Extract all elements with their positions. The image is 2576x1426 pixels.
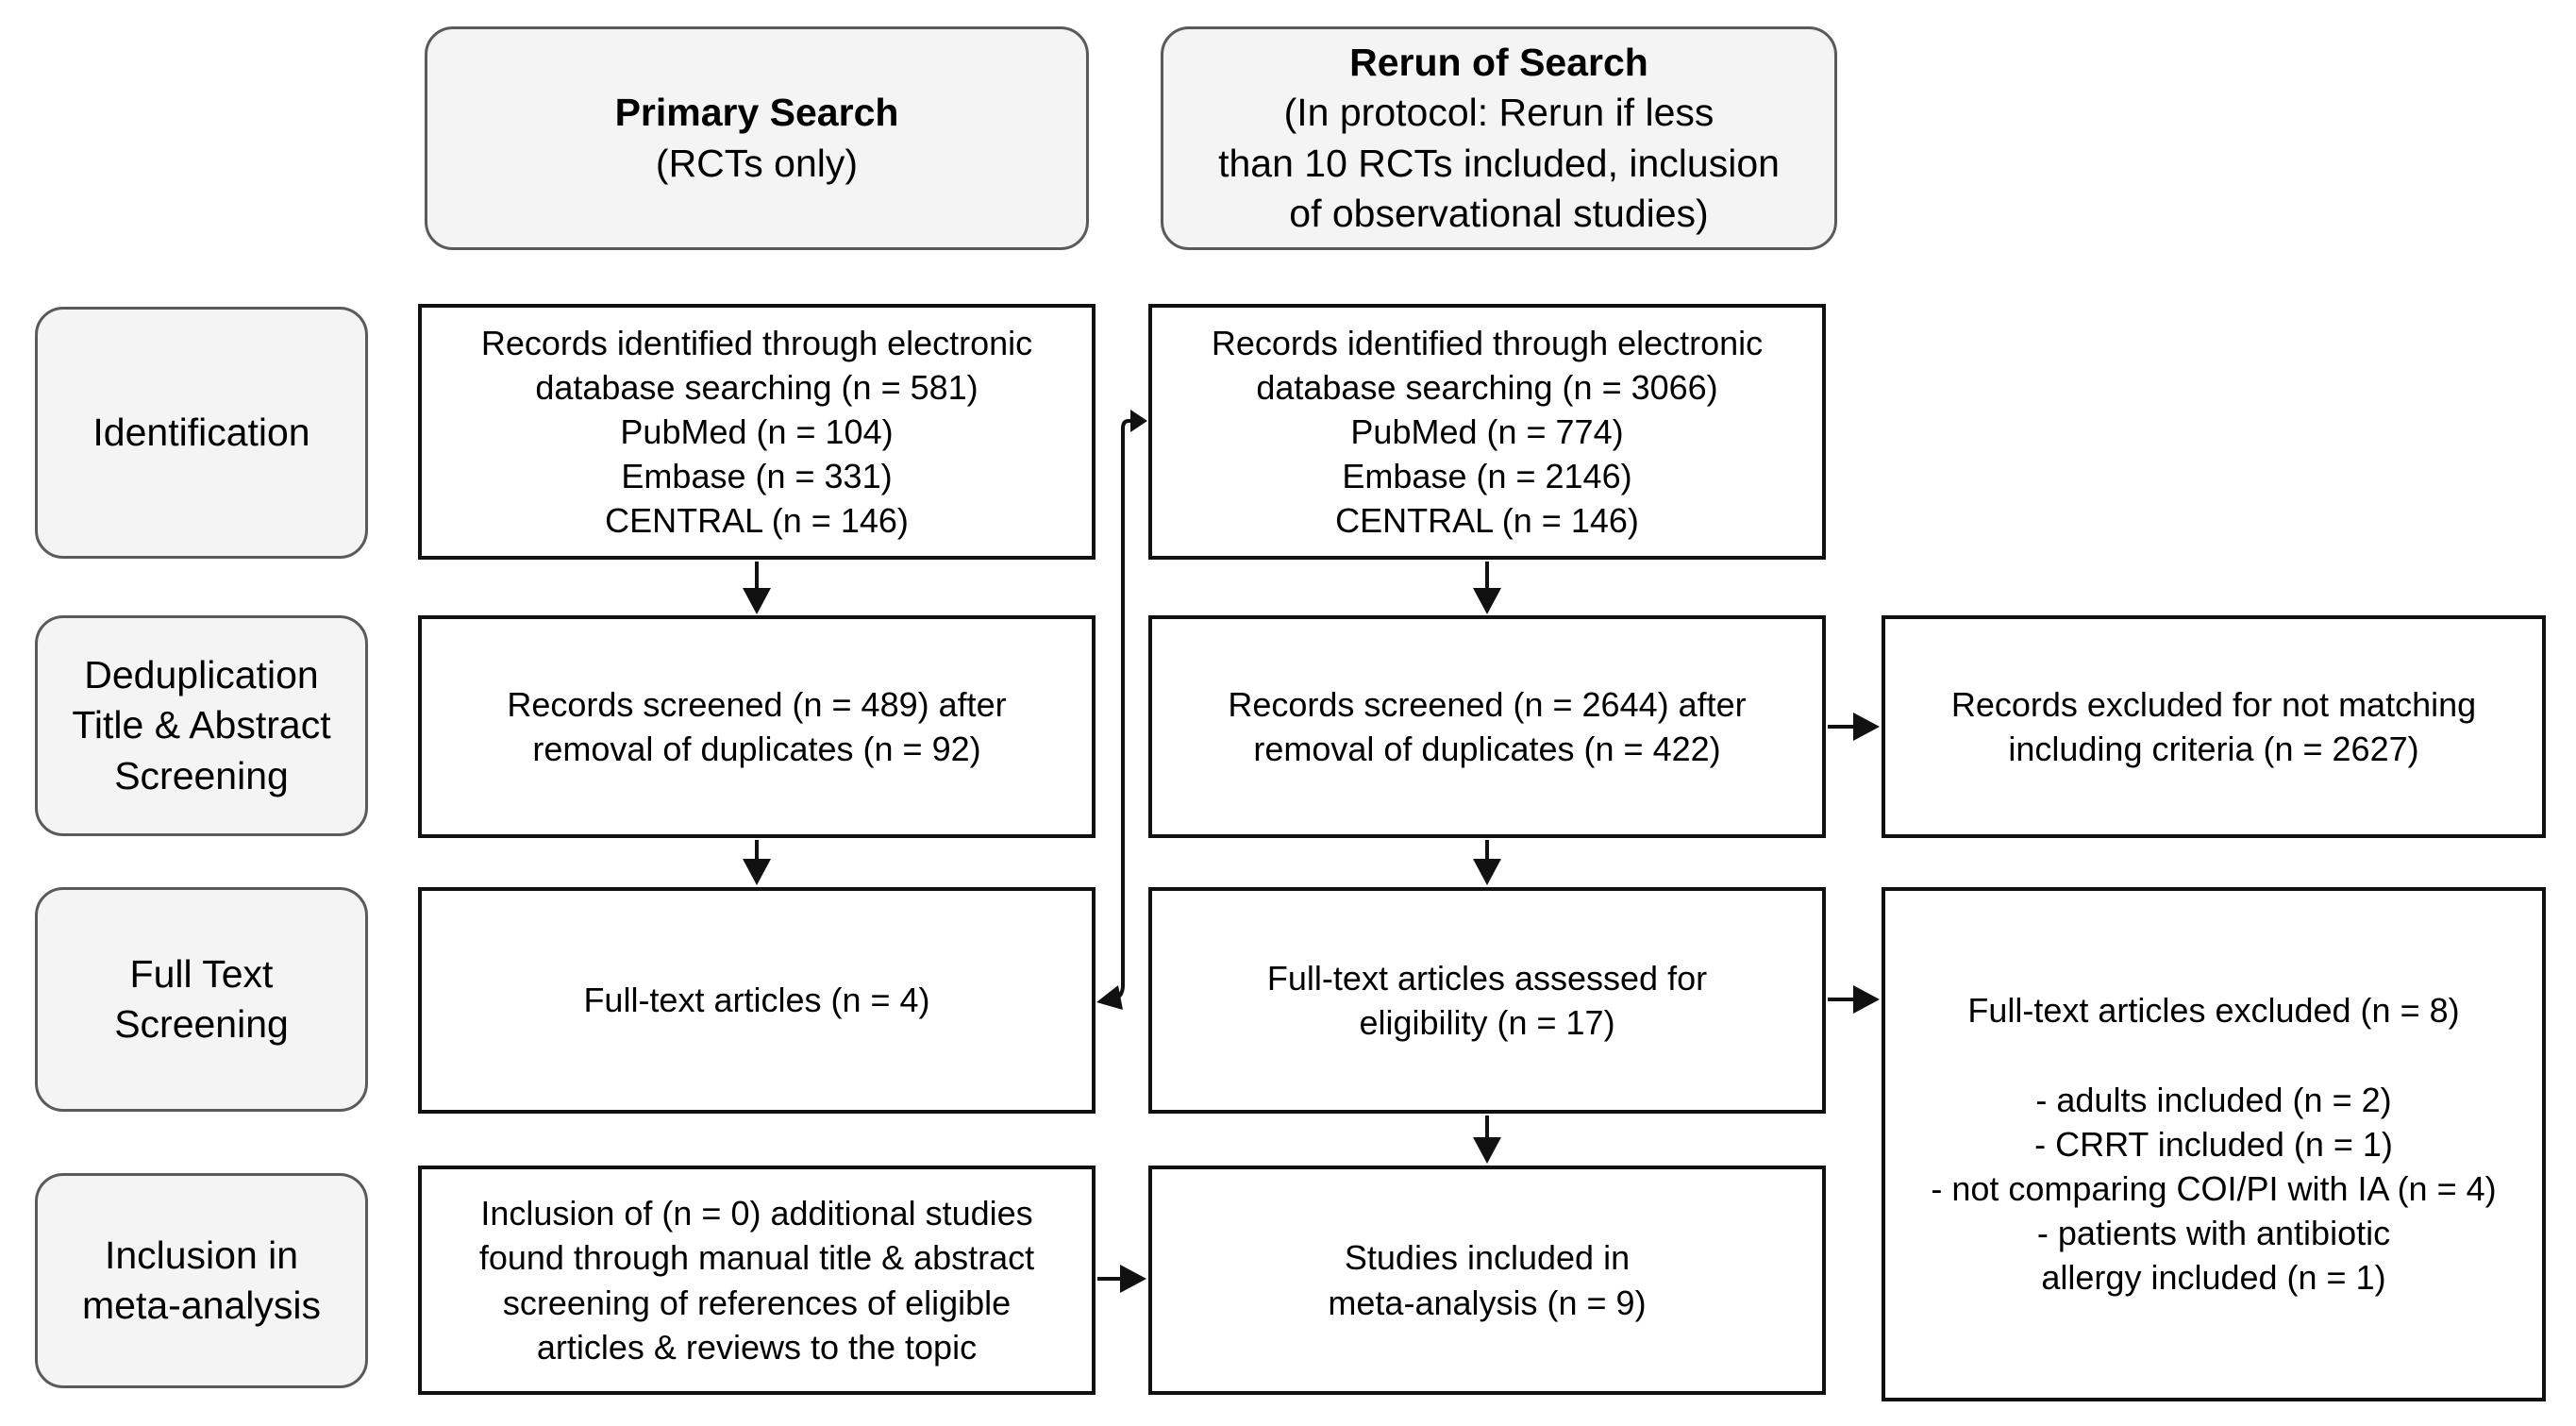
box-primary-screening: Records screened (n = 489) after removal… <box>418 615 1096 838</box>
stage-label-fulltext-screening-text: Full Text Screening <box>114 951 289 1046</box>
stage-label-identification: Identification <box>35 307 368 559</box>
box-primary-identification: Records identified through electronic da… <box>418 304 1096 560</box>
box-manual-inclusion: Inclusion of (n = 0) additional studies … <box>418 1166 1096 1395</box>
stage-label-deduplication-screening: Deduplication Title & Abstract Screening <box>35 615 368 836</box>
stage-label-inclusion-meta-analysis: Inclusion in meta-analysis <box>35 1173 368 1388</box>
arrow-primary-fulltext-rerun-identification-connector <box>1096 410 1147 1010</box>
arrow-rerun-identification-to-screening <box>1473 562 1501 614</box>
arrow-manual-inclusion-to-included <box>1097 1265 1146 1293</box>
box-records-excluded: Records excluded for not matching includ… <box>1882 615 2546 838</box>
box-primary-fulltext: Full-text articles (n = 4) <box>418 887 1096 1114</box>
header-rerun-search-subtitle: (In protocol: Rerun if less than 10 RCTs… <box>1218 91 1780 235</box>
box-fulltext-excluded: Full-text articles excluded (n = 8) - ad… <box>1882 887 2546 1401</box>
stage-label-inclusion-meta-analysis-text: Inclusion in meta-analysis <box>82 1233 321 1327</box>
stage-label-fulltext-screening: Full Text Screening <box>35 887 368 1112</box>
stage-label-identification-text: Identification <box>92 410 310 454</box>
arrow-rerun-fulltext-to-included <box>1473 1116 1501 1164</box>
header-rerun-search: Rerun of Search (In protocol: Rerun if l… <box>1161 26 1837 250</box>
stage-label-deduplication-screening-text: Deduplication Title & Abstract Screening <box>72 653 331 797</box>
arrow-primary-identification-to-screening <box>743 562 771 614</box>
arrow-rerun-fulltext-to-excluded <box>1828 985 1880 1014</box>
header-primary-search: Primary Search (RCTs only) <box>425 26 1089 250</box>
arrow-primary-screening-to-fulltext <box>743 840 771 885</box>
box-rerun-screening: Records screened (n = 2644) after remova… <box>1148 615 1826 838</box>
box-rerun-identification: Records identified through electronic da… <box>1148 304 1826 560</box>
header-rerun-search-title: Rerun of Search <box>1349 40 1648 84</box>
header-primary-search-title: Primary Search <box>614 91 899 135</box>
box-studies-included: Studies included in meta-analysis (n = 9… <box>1148 1166 1826 1395</box>
arrow-rerun-screening-to-fulltext <box>1473 840 1501 885</box>
arrow-rerun-screening-to-excluded <box>1828 713 1880 741</box>
box-rerun-fulltext: Full-text articles assessed for eligibil… <box>1148 887 1826 1114</box>
header-primary-search-subtitle: (RCTs only) <box>655 141 859 185</box>
